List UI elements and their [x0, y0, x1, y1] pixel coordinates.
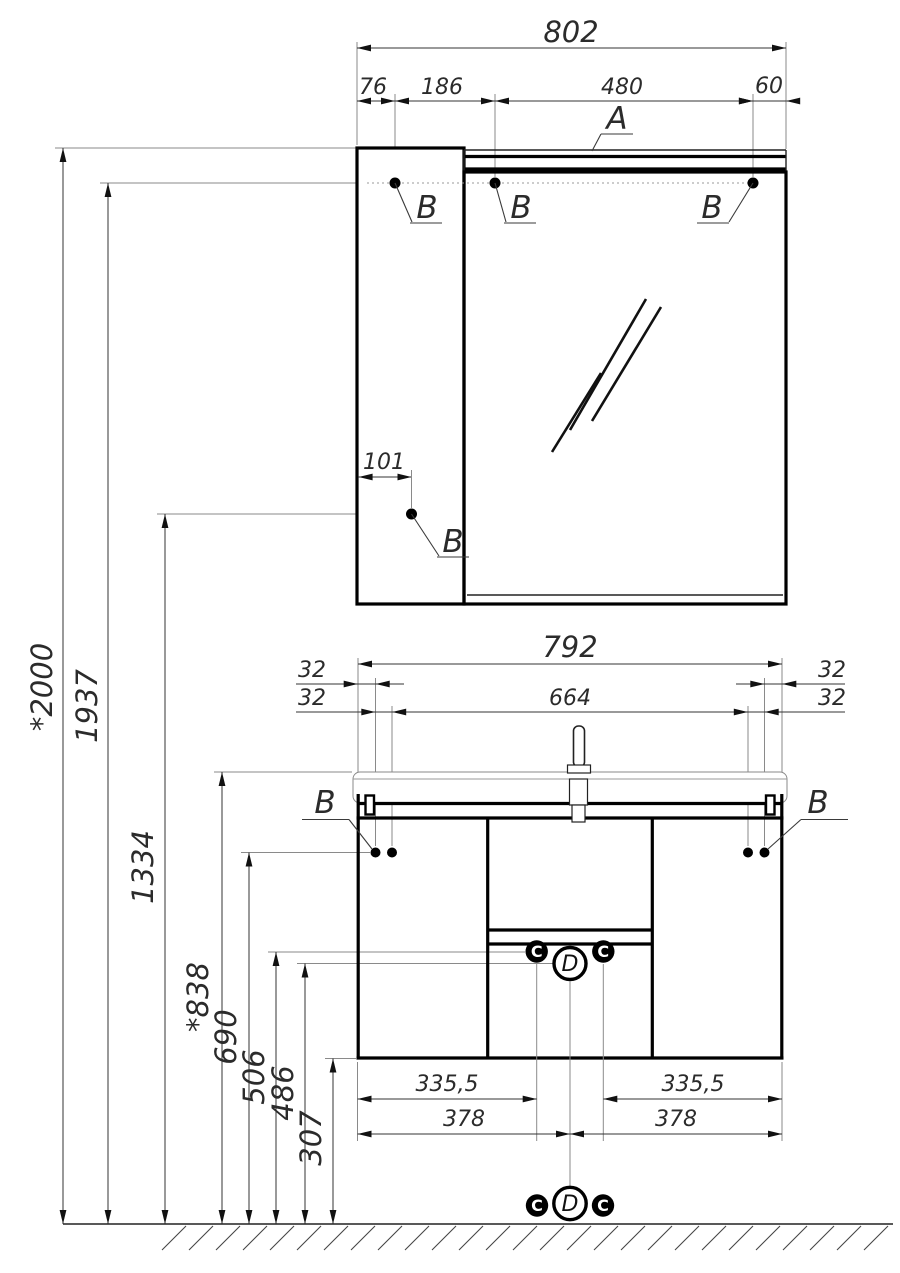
ground — [63, 1223, 893, 1251]
mount-callout: B — [302, 785, 373, 850]
trap-marker: D — [552, 945, 588, 982]
mount-label: B — [510, 190, 531, 226]
mount-dot — [387, 847, 397, 858]
dim-mirror-side-hole: 101 — [363, 450, 405, 475]
trap-label: D — [562, 1192, 579, 1217]
mount-dot — [370, 847, 381, 858]
dim-vanity-edge-offset-left: 32 — [298, 658, 326, 683]
valve-label: C — [531, 1196, 543, 1215]
dim-mirror-offset-right: 60 — [755, 74, 783, 99]
light-callout: A — [591, 101, 633, 152]
mirror-reflection-icon — [550, 298, 663, 453]
ground-legend: C D C — [525, 1185, 615, 1222]
mount-dot — [759, 847, 770, 858]
dim-trap-height: 486 — [266, 1065, 300, 1120]
mount-label: B — [416, 190, 437, 226]
mount-label: B — [701, 190, 722, 226]
light-label: A — [604, 101, 627, 137]
valve-marker: C — [592, 940, 615, 963]
mount-callout: B — [394, 182, 442, 226]
mount-callout: B — [767, 785, 848, 850]
dim-door-span-right: 335,5 — [662, 1072, 725, 1097]
dim-mirror-hole-spacing: 186 — [421, 75, 463, 100]
vanity-bottom-dimensions: 335,5 335,5 378 378 — [357, 964, 783, 1186]
mirror-side-cabinet — [355, 146, 466, 606]
ground-hatch — [161, 1225, 889, 1251]
mount-callout: B — [494, 182, 536, 226]
mount-dot — [743, 847, 753, 858]
dim-basin-top-height: *838 — [181, 962, 215, 1032]
mount-label: B — [807, 785, 828, 821]
mount-label: B — [314, 785, 335, 821]
mirror-cabinet: A B B B 101 B — [355, 101, 788, 606]
side-hole-dimension: 101 B — [358, 450, 469, 560]
dim-half-span-left: 378 — [443, 1107, 485, 1132]
dim-vanity-hole-span: 664 — [549, 686, 591, 711]
dim-overall-height: *2000 — [25, 643, 59, 731]
dim-vanity-hole-offset-left: 32 — [298, 686, 326, 711]
mount-callout: B — [697, 182, 754, 226]
dim-mirror-offset-left: 76 — [359, 75, 387, 100]
dim-mirror-mount-height: 1937 — [70, 669, 104, 743]
mirror-panel — [462, 170, 788, 606]
valve-marker: C — [525, 940, 548, 963]
trap-marker: D — [552, 1185, 588, 1222]
valve-marker: C — [591, 1194, 615, 1217]
dim-vanity-width: 792 — [542, 630, 597, 664]
vanity-top-dimensions: 792 32 32 32 664 32 — [296, 630, 846, 846]
vanity-unit: B B C C D — [302, 725, 848, 1060]
dim-clearance-height: 307 — [294, 1110, 328, 1166]
faucet — [566, 725, 592, 823]
light-strip — [463, 149, 787, 172]
dim-mirror-side-mount-height: 1334 — [126, 830, 160, 904]
dim-mirror-width: 802 — [543, 15, 598, 49]
dim-mirror-hole-span: 480 — [601, 75, 643, 100]
valve-label: C — [597, 1196, 609, 1215]
hanging-bracket — [364, 794, 376, 816]
dim-vanity-hole-offset-right: 32 — [818, 686, 846, 711]
trap-label: D — [562, 952, 579, 977]
dim-vanity-mount-height: 690 — [209, 1009, 243, 1064]
dim-valve-height: 506 — [237, 1049, 271, 1104]
valve-marker: C — [525, 1194, 549, 1217]
dim-vanity-edge-offset-right: 32 — [818, 658, 846, 683]
valve-label: C — [531, 942, 543, 961]
mount-label: B — [442, 524, 463, 560]
dim-door-span-left: 335,5 — [416, 1072, 479, 1097]
mirror-top-dimensions: 802 76 186 480 60 — [356, 15, 801, 177]
dim-half-span-right: 378 — [655, 1107, 697, 1132]
hanging-bracket — [764, 794, 776, 816]
valve-label: C — [597, 942, 609, 961]
height-dimensions: *2000 1937 1334 *838 690 506 486 307 — [25, 147, 553, 1224]
